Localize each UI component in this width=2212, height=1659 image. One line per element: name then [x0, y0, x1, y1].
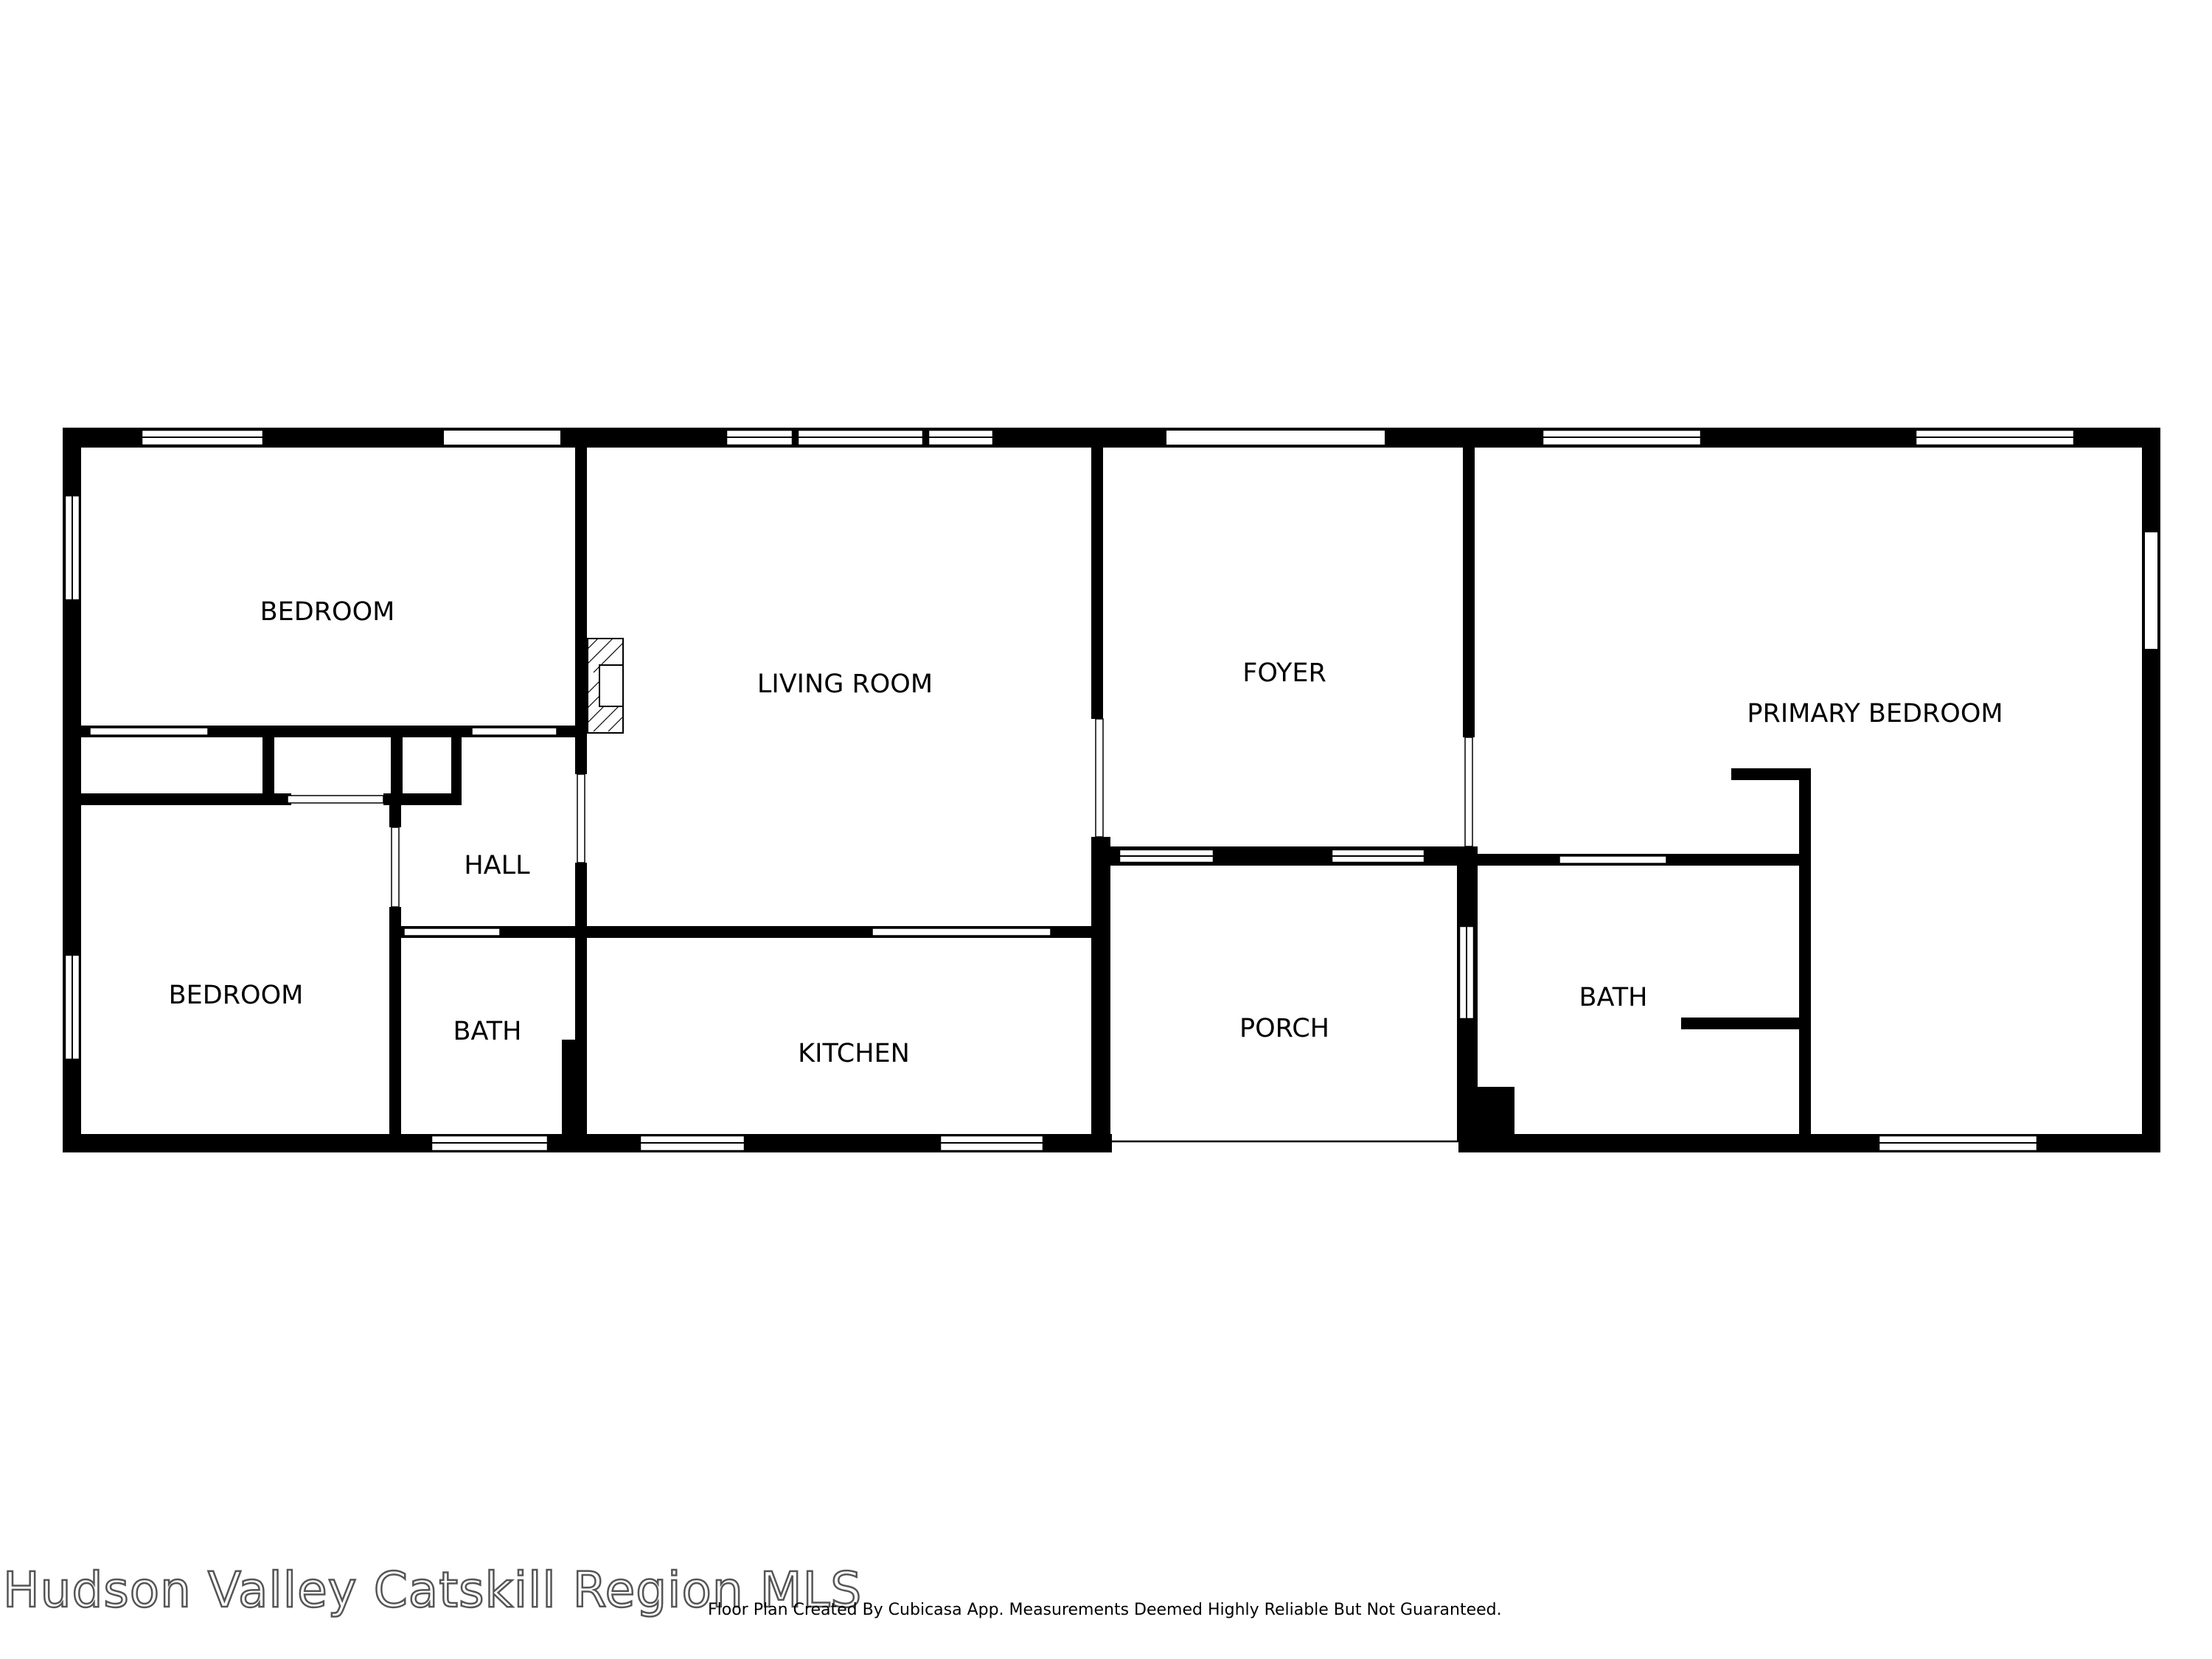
exterior-openings	[444, 431, 2157, 1155]
room-label-bath-primary: BATH	[1579, 983, 1648, 1012]
opening-bedroom-top	[444, 431, 560, 445]
room-label-bedroom-top: BEDROOM	[260, 597, 395, 627]
wall-bath-closet-arm	[1681, 1018, 1806, 1029]
wall-primary-bath-top-right	[1666, 854, 1810, 866]
room-labels: BEDROOM BEDROOM LIVING ROOM FOYER PRIMAR…	[169, 597, 2003, 1068]
wall-bath-right-block	[562, 1040, 587, 1135]
room-label-primary-bedroom: PRIMARY BEDROOM	[1747, 699, 2003, 728]
windows-bottom	[430, 1134, 2039, 1152]
exterior-walls	[63, 428, 2160, 1152]
opening-foyer-top	[1166, 431, 1385, 445]
wall-foyer-left	[1091, 446, 1103, 719]
wall-bedroom-bottom-right	[389, 805, 401, 827]
room-label-kitchen: KITCHEN	[798, 1039, 910, 1068]
wall-foyer-right	[1463, 446, 1475, 737]
room-label-porch: PORCH	[1239, 1014, 1329, 1043]
interior-openings	[90, 728, 1666, 936]
wall-living-left	[575, 446, 587, 774]
wall-hall-closet-left	[391, 726, 403, 805]
interior-walls	[77, 446, 1811, 1141]
opening-right-wall	[2145, 532, 2157, 649]
wall-top	[63, 428, 2160, 448]
windows-vertical	[63, 494, 1475, 1061]
wall-closet-top-arm	[1731, 768, 1811, 780]
wall-bottom	[63, 1134, 2160, 1152]
room-label-living-room: LIVING ROOM	[757, 669, 933, 699]
wall-hall-closet-right	[451, 734, 462, 805]
room-label-bedroom-bottom: BEDROOM	[169, 981, 304, 1010]
opening-living-kitchen	[872, 928, 1051, 936]
room-label-foyer: FOYER	[1242, 658, 1326, 688]
opening-hall-bath	[404, 928, 500, 936]
opening-closet-bedroom	[288, 796, 383, 803]
mls-watermark: Hudson Valley Catskill Region MLS	[2, 1561, 863, 1620]
room-label-hall: HALL	[464, 851, 530, 880]
opening-bedroom-top-closet	[90, 728, 208, 735]
room-label-bath-small: BATH	[453, 1017, 522, 1046]
floor-plan-credit: Floor Plan Created By Cubicasa App. Meas…	[708, 1601, 1502, 1619]
opening-porch	[1112, 1133, 1458, 1155]
wall-closet-divider	[262, 726, 274, 799]
wall-hall-closet-bottom	[383, 793, 462, 805]
windows-top	[140, 428, 2076, 447]
wall-bedroom-bottom-right-lower	[389, 907, 401, 1135]
opening-hall-top	[472, 728, 557, 735]
wall-bath-corner-block	[1463, 1087, 1514, 1138]
wall-kitchen-right	[1091, 837, 1110, 1135]
fireplace-icon	[587, 638, 624, 734]
wall-closet-right	[1799, 768, 1811, 1135]
wall-closet-bottom	[77, 793, 291, 805]
door-lines	[89, 718, 1667, 936]
opening-primary-bath	[1559, 856, 1666, 863]
